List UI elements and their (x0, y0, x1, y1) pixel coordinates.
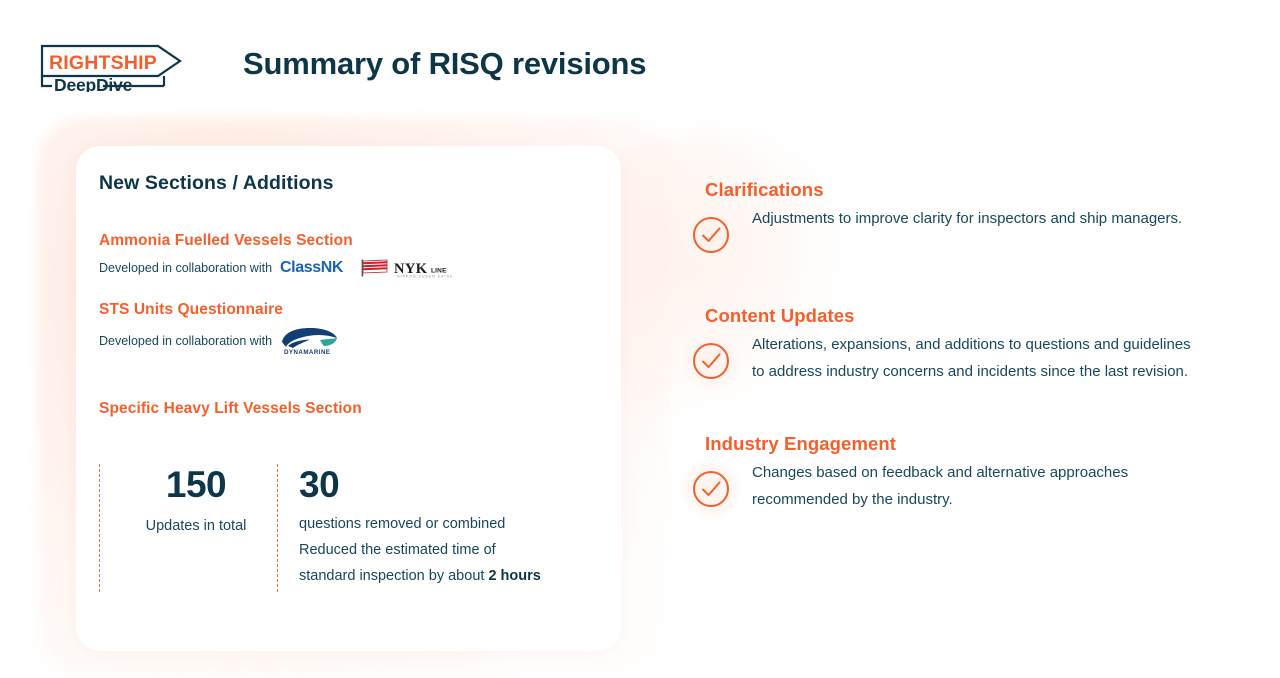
svg-text:DeepDive: DeepDive (54, 75, 133, 92)
svg-text:DYNAMARINE: DYNAMARINE (284, 349, 330, 356)
section-heading: Ammonia Fuelled Vessels Section (99, 232, 353, 249)
section-subline: Developed in collaboration with ClassNK (99, 257, 599, 279)
point-title: Industry Engagement (705, 433, 897, 454)
stat-label-highlight: 2 hours (488, 567, 541, 584)
revision-points-list: Clarifications Adjustments to improve cl… (680, 178, 1226, 528)
dynamarine-logo: DYNAMARINE (280, 326, 340, 356)
stat-divider-left (99, 464, 100, 592)
svg-text:RIGHTSHIP: RIGHTSHIP (49, 52, 157, 74)
collaboration-label: Developed in collaboration with (99, 334, 273, 348)
section-sts-units-questionnaire: STS Units Questionnaire Developed in col… (99, 301, 599, 356)
point-title: Content Updates (705, 305, 855, 326)
page-header: RIGHTSHIP DeepDive Summary of RISQ revis… (0, 0, 1280, 118)
circle-check-icon (680, 458, 742, 520)
svg-text:NYK: NYK (394, 261, 428, 277)
classnk-logo: ClassNK (280, 259, 344, 276)
section-ammonia-fuelled-vessels: Ammonia Fuelled Vessels Section Develope… (99, 232, 599, 279)
nyk-line-logo: NYK LINE NIPPON YUSEN KAISHA (357, 257, 453, 279)
section-heading: Specific Heavy Lift Vessels Section (99, 400, 362, 417)
stat-label-line-2: Reduced the estimated time of (299, 541, 496, 558)
point-title: Clarifications (705, 179, 824, 200)
point-content-updates: Content Updates Alterations, expansions,… (680, 304, 1226, 400)
section-specific-heavy-lift-vessels: Specific Heavy Lift Vessels Section (99, 400, 599, 418)
collaboration-label: Developed in collaboration with (99, 261, 273, 275)
new-sections-card: New Sections / Additions Ammonia Fuelled… (76, 146, 621, 651)
stat-label: questions removed or combined Reduced th… (299, 511, 619, 589)
svg-text:LINE: LINE (431, 268, 447, 275)
card-title: New Sections / Additions (99, 172, 334, 194)
point-body: Alterations, expansions, and additions t… (752, 336, 1191, 380)
point-body: Changes based on feedback and alternativ… (752, 464, 1129, 508)
point-body: Adjustments to improve clarity for inspe… (752, 210, 1183, 228)
partner-logo-group: ClassNK NYK LINE NIPPON YUSEN (280, 257, 453, 279)
statistics-row: 150 Updates in total 30 questions remove… (99, 464, 609, 599)
stat-label-line-3: standard inspection by about (299, 567, 489, 584)
svg-text:NIPPON YUSEN KAISHA: NIPPON YUSEN KAISHA (397, 275, 452, 279)
point-clarifications: Clarifications Adjustments to improve cl… (680, 178, 1226, 274)
stat-number: 150 (165, 464, 227, 505)
stat-questions-removed: 30 questions removed or combined Reduced… (299, 464, 619, 589)
stat-label: Updates in total (145, 517, 247, 534)
page-title: Summary of RISQ revisions (243, 46, 647, 81)
circle-check-icon (680, 204, 742, 266)
section-heading: STS Units Questionnaire (99, 301, 284, 318)
stat-updates-in-total: 150 Updates in total (121, 464, 271, 539)
circle-check-icon (680, 330, 742, 392)
rightship-deepdive-logo[interactable]: RIGHTSHIP DeepDive (40, 44, 192, 92)
section-subline: Developed in collaboration with DYNAMARI… (99, 326, 599, 356)
stat-divider-middle (277, 464, 278, 592)
stat-number: 30 (299, 464, 340, 505)
point-industry-engagement: Industry Engagement Changes based on fee… (680, 432, 1226, 528)
stat-label-line-1: questions removed or combined (299, 515, 506, 532)
